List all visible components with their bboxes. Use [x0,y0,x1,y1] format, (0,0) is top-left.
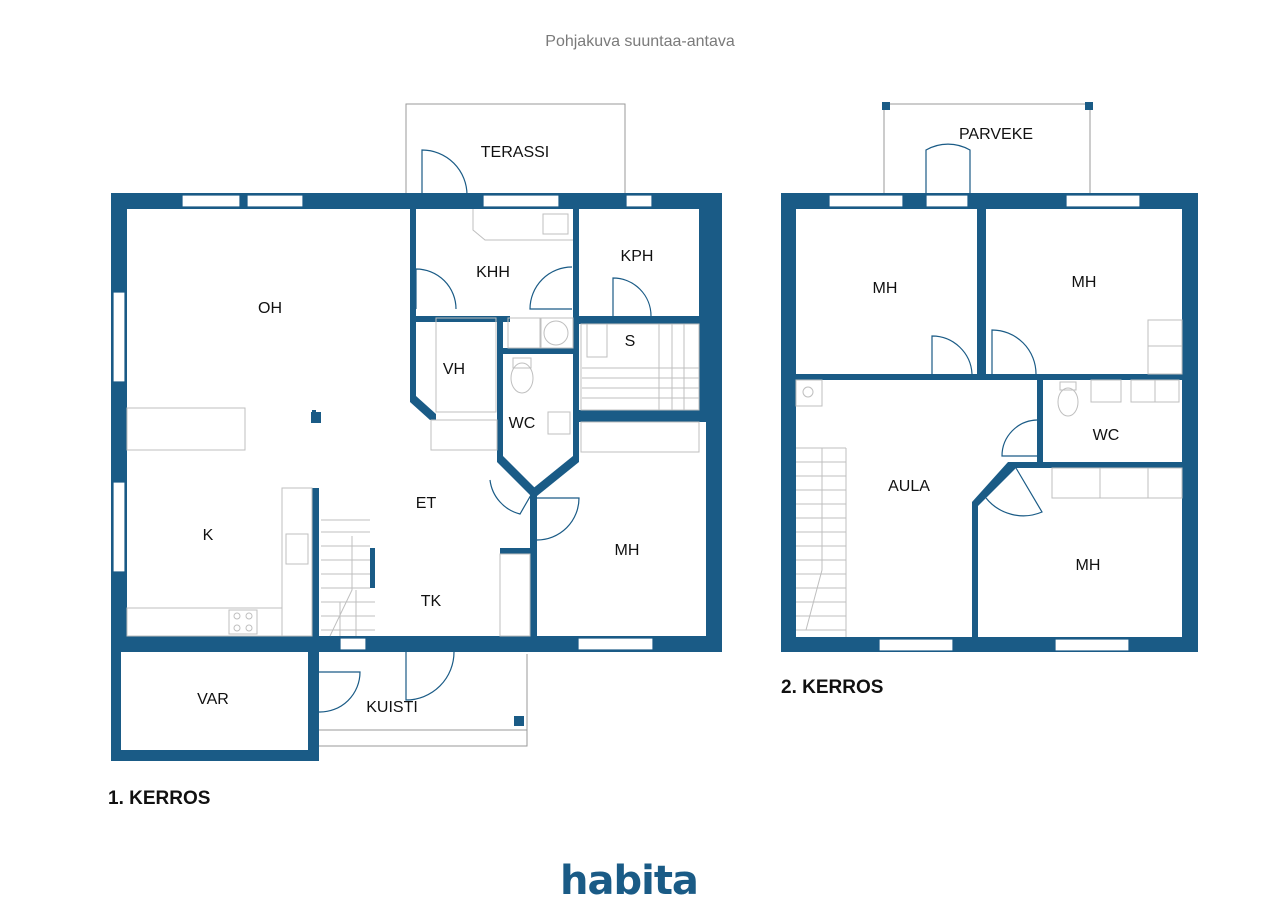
room-label-k: K [203,527,214,544]
room-label-var: VAR [197,691,229,708]
room-label-tk: TK [421,593,442,610]
room-label-wc-2: WC [1093,427,1120,444]
plan-disclaimer: Pohjakuva suuntaa-antava [545,33,735,50]
room-label-mh-1: MH [615,542,640,559]
room-label-et: ET [416,495,437,512]
floor-1-plan [111,103,722,761]
room-label-kuisti: KUISTI [366,699,418,716]
floor-2-plan [781,102,1198,652]
room-label-terassi: TERASSI [481,144,549,161]
room-label-mh-2a: MH [873,280,898,297]
room-label-oh: OH [258,300,282,317]
room-label-wc-1: WC [509,415,536,432]
habita-logo: habita [560,858,699,904]
room-label-mh-2c: MH [1076,557,1101,574]
room-label-kph: KPH [621,248,654,265]
room-label-mh-2b: MH [1072,274,1097,291]
room-label-sauna: S [625,333,636,350]
floor-1-title: 1. KERROS [108,788,211,809]
floor-2-title: 2. KERROS [781,677,884,698]
room-label-parveke: PARVEKE [959,126,1033,143]
room-label-aula: AULA [888,478,930,495]
room-label-vh: VH [443,361,465,378]
room-label-khh: KHH [476,264,510,281]
